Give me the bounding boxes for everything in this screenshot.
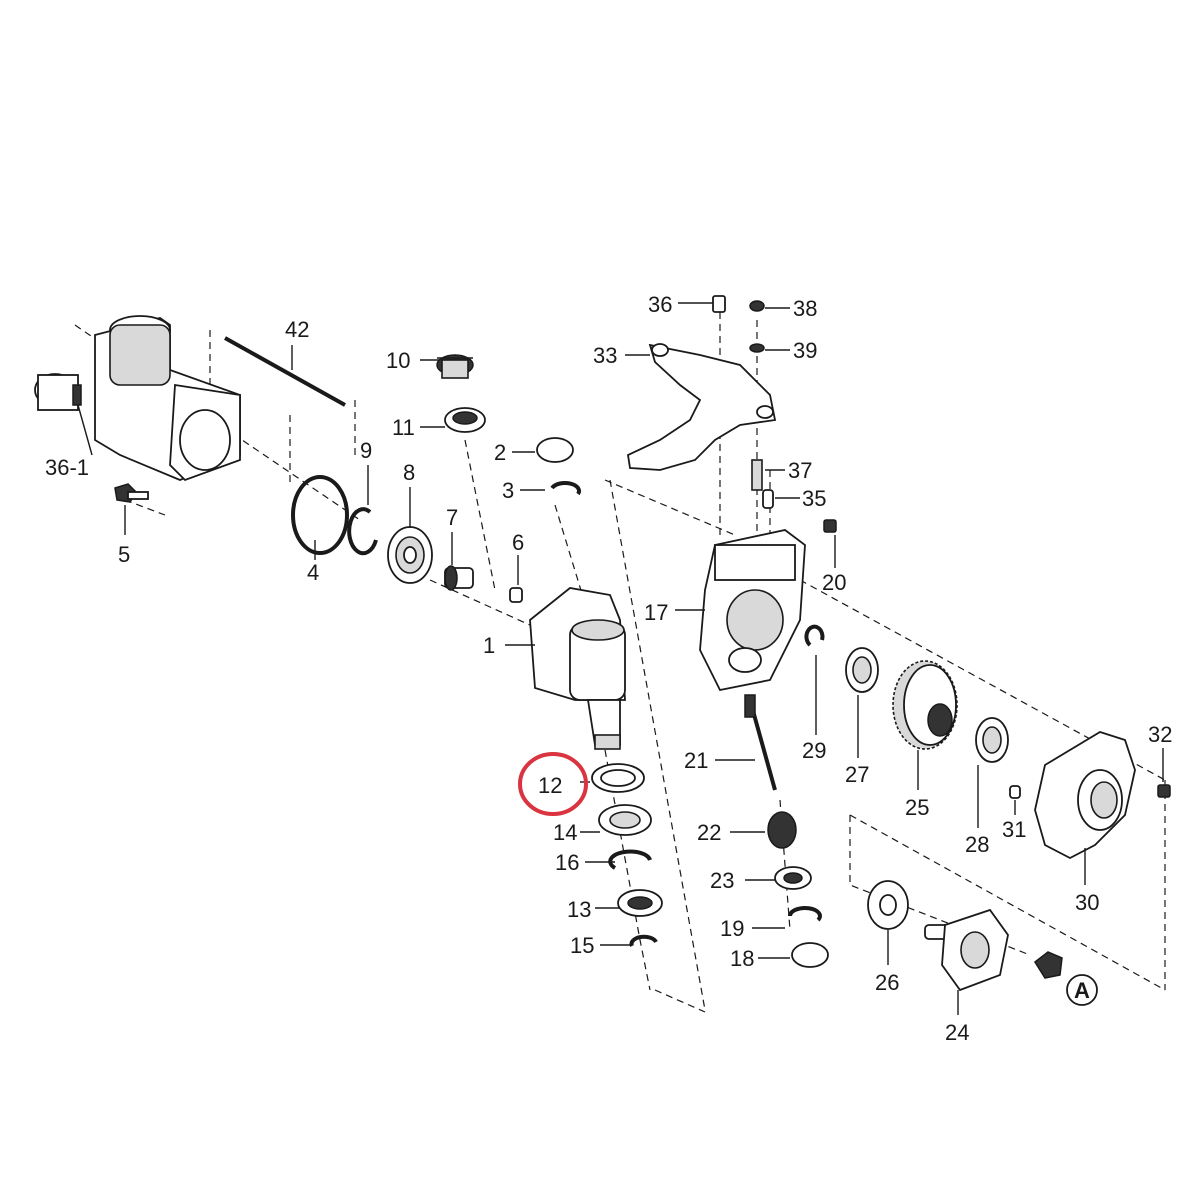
part-10-bevel-gear <box>436 354 474 379</box>
part-38-nut <box>749 300 765 312</box>
label-36-1: 36-1 <box>45 455 89 480</box>
highlight-circle <box>518 752 588 816</box>
part-4-o-ring <box>291 475 349 555</box>
part-15-snap-ring <box>629 934 658 947</box>
label-36: 36 <box>648 292 672 317</box>
marker-a-circle <box>1066 974 1098 1006</box>
label-37: 37 <box>788 458 812 483</box>
label-19: 19 <box>720 916 744 941</box>
part-17-main-case <box>675 529 806 692</box>
label-13: 13 <box>567 897 591 922</box>
part-21-shaft <box>715 694 777 791</box>
label-10: 10 <box>386 348 410 373</box>
label-32: 32 <box>1148 722 1172 747</box>
label-1: 1 <box>483 633 495 658</box>
leader-lines <box>420 302 1086 1015</box>
part-7-gear <box>444 532 474 591</box>
part-5-bolt <box>114 483 149 535</box>
label-12: 12 <box>538 773 562 798</box>
part-20-plug <box>823 519 837 533</box>
part-18-cap <box>791 942 829 968</box>
part-2-cap <box>536 437 574 463</box>
label-16: 16 <box>555 850 579 875</box>
label-17: 17 <box>644 600 668 625</box>
label-14: 14 <box>553 820 577 845</box>
label-20: 20 <box>822 570 846 595</box>
part-35-pin <box>762 489 774 509</box>
part-11-bearing <box>444 407 486 433</box>
part-36-1-housing <box>34 315 241 482</box>
part-22-pinion <box>730 811 797 849</box>
label-4: 4 <box>307 560 319 585</box>
part-16-snap-ring <box>608 849 652 870</box>
part-12-oil-seal <box>580 763 645 793</box>
part-19-snap-ring <box>788 906 822 922</box>
part-14-bearing <box>598 804 652 836</box>
label-2: 2 <box>494 440 506 465</box>
label-30: 30 <box>1075 890 1099 915</box>
part-28-bearing <box>975 717 1009 763</box>
label-24: 24 <box>945 1020 969 1045</box>
label-38: 38 <box>793 296 817 321</box>
part-3-snap-ring <box>550 481 581 496</box>
part-31-pin <box>1009 785 1021 799</box>
label-9: 9 <box>360 438 372 463</box>
part-26-washer <box>867 880 909 930</box>
label-7: 7 <box>446 505 458 530</box>
label-8: 8 <box>403 460 415 485</box>
label-29: 29 <box>802 738 826 763</box>
label-35: 35 <box>802 486 826 511</box>
label-5: 5 <box>118 542 130 567</box>
label-6: 6 <box>512 530 524 555</box>
part-8-bearing <box>387 487 433 584</box>
part-33-bracket <box>627 343 777 471</box>
label-18: 18 <box>730 946 754 971</box>
part-9-snap-ring <box>347 507 378 556</box>
label-42: 42 <box>285 317 309 342</box>
part-labels: 36-1 5 42 9 8 4 7 6 10 11 2 3 1 12 14 16… <box>45 292 1172 1045</box>
part-42-shaft <box>224 336 346 407</box>
part-37-stud <box>751 459 763 491</box>
label-28: 28 <box>965 832 989 857</box>
part-1-housing <box>505 587 626 750</box>
part-23-bearing <box>774 866 812 890</box>
part-36-bolt <box>712 295 726 313</box>
label-11: 11 <box>392 415 415 440</box>
label-33: 33 <box>593 343 617 368</box>
label-39: 39 <box>793 338 817 363</box>
label-15: 15 <box>570 933 594 958</box>
part-32-bolt <box>1157 748 1171 798</box>
label-31: 31 <box>1002 817 1026 842</box>
label-26: 26 <box>875 970 899 995</box>
part-30-cover <box>1034 731 1136 860</box>
part-27-bearing <box>845 647 879 693</box>
guide-lines <box>74 300 1166 1013</box>
label-23: 23 <box>710 868 734 893</box>
label-25: 25 <box>905 795 929 820</box>
direction-arrow-icon <box>1034 951 1063 979</box>
part-24-hub-flange <box>924 908 1009 992</box>
label-27: 27 <box>845 762 869 787</box>
part-25-ring-gear <box>892 660 958 750</box>
marker-a-text: A <box>1074 978 1090 1003</box>
part-13-bearing <box>617 889 663 917</box>
label-22: 22 <box>697 820 721 845</box>
part-29-snap-ring <box>804 624 825 647</box>
part-39-washer <box>749 343 765 353</box>
part-6-pin <box>509 555 523 603</box>
label-3: 3 <box>502 478 514 503</box>
label-21: 21 <box>684 748 708 773</box>
